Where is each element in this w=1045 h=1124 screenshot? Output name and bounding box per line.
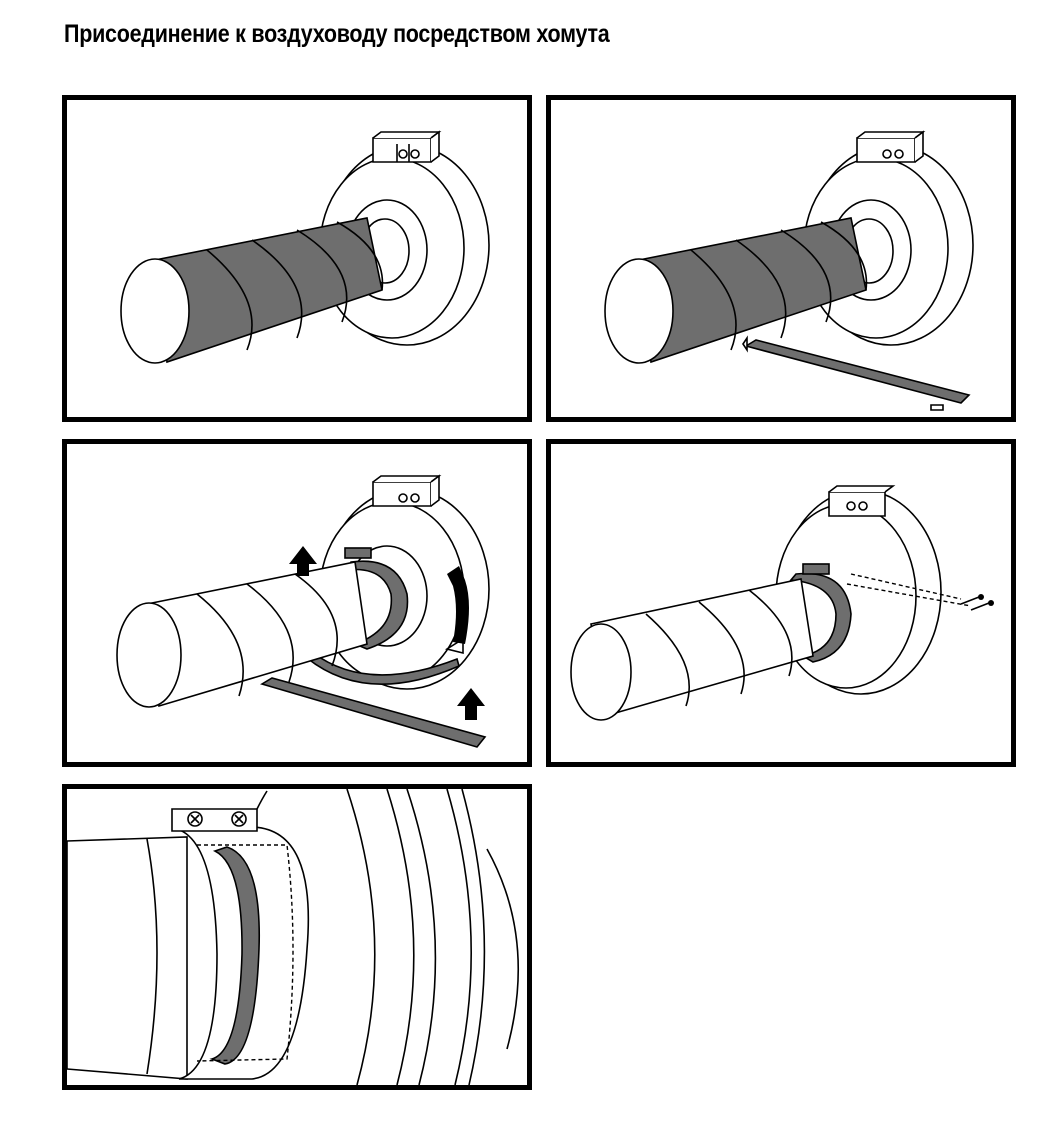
clamp-screws-illustration [551,444,1011,762]
duct-body [147,562,367,706]
step-5-panel [62,784,532,1090]
arrow-up-icon [457,688,485,720]
fan-duct-clamp-illustration [551,100,1011,417]
screw-icon [961,597,979,604]
fan-duct-illustration [67,100,527,417]
screw-icon [971,603,989,610]
duct-body [155,218,382,362]
clamp-strip [746,340,969,403]
clamp-strip [262,678,485,747]
clamp-wrap-illustration [67,444,527,762]
duct-body [639,218,866,362]
duct-opening [121,259,189,363]
step-3-panel [62,439,532,767]
step-4-panel [546,439,1016,767]
page-title: Присоединение к воздуховоду посредством … [64,20,609,49]
step-2-panel [546,95,1016,422]
clamp-closeup-illustration [67,789,527,1085]
duct-body [67,837,187,1079]
step-1-panel [62,95,532,422]
junction-box [829,492,885,516]
